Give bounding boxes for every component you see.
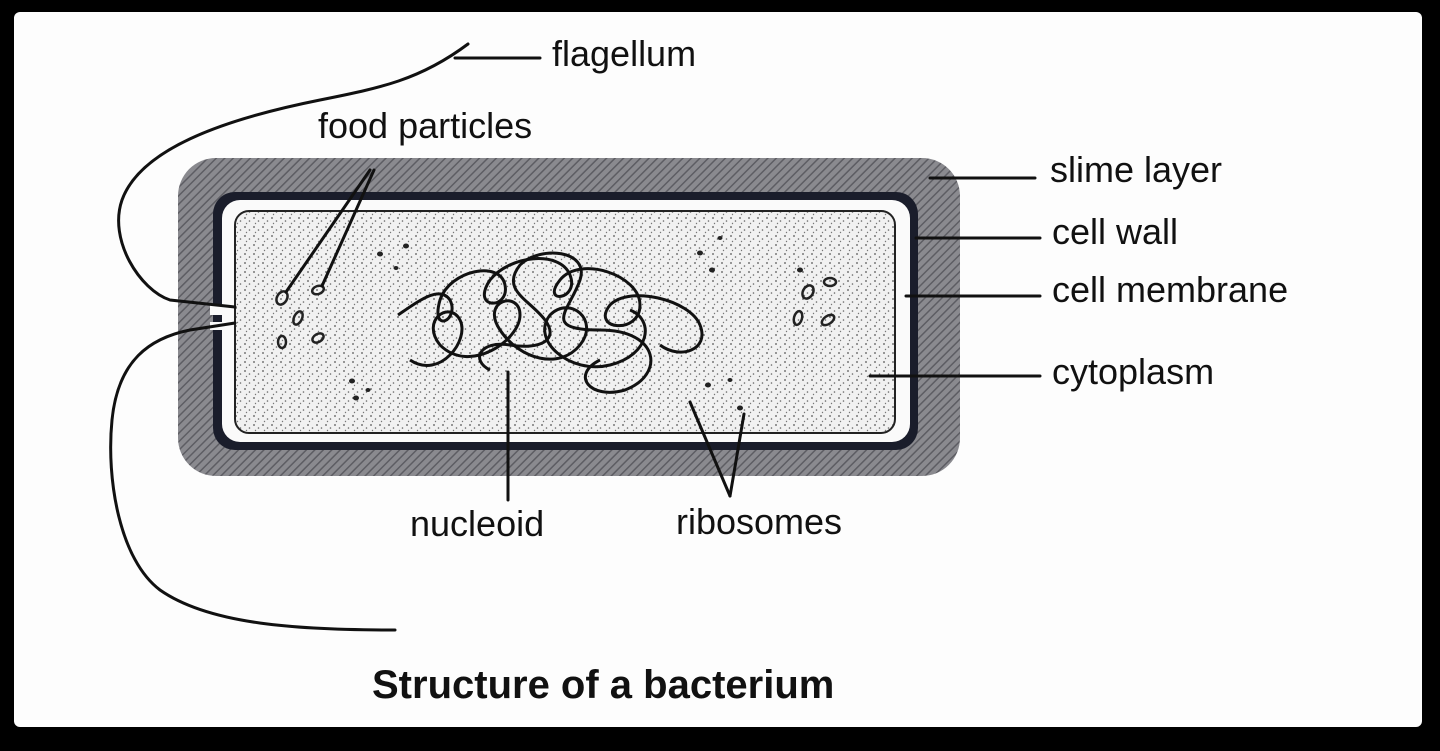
label-cell-wall: cell wall [1052,211,1178,252]
leader-lines [284,56,1042,502]
label-nucleoid: nucleoid [410,503,544,544]
label-cell-membrane: cell membrane [1052,269,1288,310]
label-ribosomes: ribosomes [676,501,842,542]
label-flagellum: flagellum [552,33,696,74]
label-slime-layer: slime layer [1050,149,1222,190]
label-cytoplasm: cytoplasm [1052,351,1214,392]
diagram-caption: Structure of a bacterium [372,663,834,707]
ribosomes [349,236,803,411]
flagellum [109,42,470,632]
label-food-particles: food particles [318,105,532,146]
food-particles [275,276,838,350]
nucleoid [397,251,704,394]
